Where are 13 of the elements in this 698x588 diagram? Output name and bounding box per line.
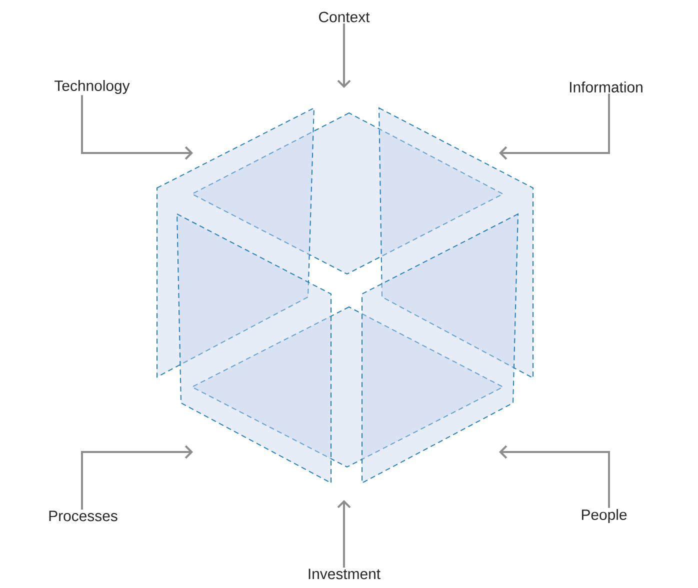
label: Information xyxy=(570,82,642,92)
arrow xyxy=(81,445,193,510)
label: Technology xyxy=(54,80,130,94)
arrow xyxy=(337,23,351,88)
label: Context xyxy=(319,12,370,22)
arrow xyxy=(499,445,610,508)
arrow xyxy=(81,95,193,160)
cube-drawing xyxy=(156,107,534,484)
arrow xyxy=(337,500,351,568)
label: People xyxy=(582,509,627,523)
label: Processes xyxy=(49,510,118,522)
arrow xyxy=(499,94,610,160)
label: Investment xyxy=(308,568,380,580)
